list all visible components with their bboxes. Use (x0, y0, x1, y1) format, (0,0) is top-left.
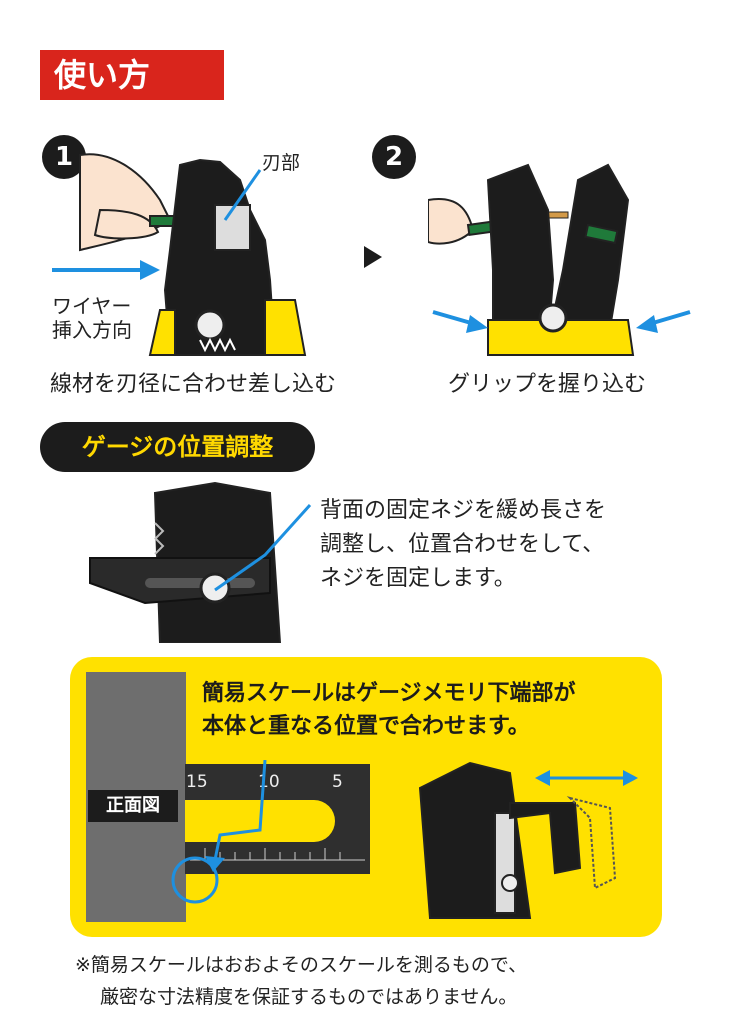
gauge-3d-illustration (418, 761, 638, 919)
page-title: 使い方 (40, 50, 224, 100)
gauge-desc-1: 背面の固定ネジを緩め長さを (320, 498, 607, 523)
scale-heading-1: 簡易スケールはゲージメモリ下端部が (202, 681, 576, 706)
grip-yellow-left (148, 309, 176, 356)
scale-tick-5: 5 (332, 772, 343, 792)
step-2-badge: 2 (372, 135, 416, 179)
next-arrow-icon (364, 246, 382, 268)
step-1-badge: 1 (42, 135, 86, 179)
gauge-illustration (89, 481, 282, 643)
step1-caption: 線材を刃径に合わせ差し込む (50, 372, 337, 397)
blade-pointer (223, 169, 262, 221)
grip-yellow-right (264, 299, 307, 356)
scale-tick-15: 15 (186, 772, 208, 792)
blade-label: 刃部 (262, 152, 301, 174)
gauge-section-title: ゲージの位置調整 (40, 422, 315, 472)
direction-label-1: ワイヤー (52, 294, 132, 318)
footnote-line-2: 厳密な寸法精度を保証するものではありません。 (100, 986, 518, 1008)
front-view-label: 正面図 (88, 790, 178, 822)
gauge-pointer-line (214, 503, 312, 592)
direction-label-2: 挿入方向 (52, 318, 132, 342)
gauge-desc-2: 調整し、位置合わせをして、 (320, 532, 605, 557)
gauge-desc-3: ネジを固定します。 (320, 566, 516, 591)
scale-marks (171, 760, 365, 904)
blade (214, 204, 251, 251)
fix-screw (199, 572, 231, 604)
step1-illustration (52, 153, 307, 356)
scale-heading-2: 本体と重なる位置で合わせます。 (202, 714, 530, 739)
step2-illustration (428, 163, 691, 356)
highlight-circle (171, 856, 219, 904)
footnote-line-1: ※簡易スケールはおおよそのスケールを測るもので、 (75, 954, 528, 976)
step2-caption: グリップを握り込む (448, 372, 647, 397)
screw (194, 309, 226, 341)
